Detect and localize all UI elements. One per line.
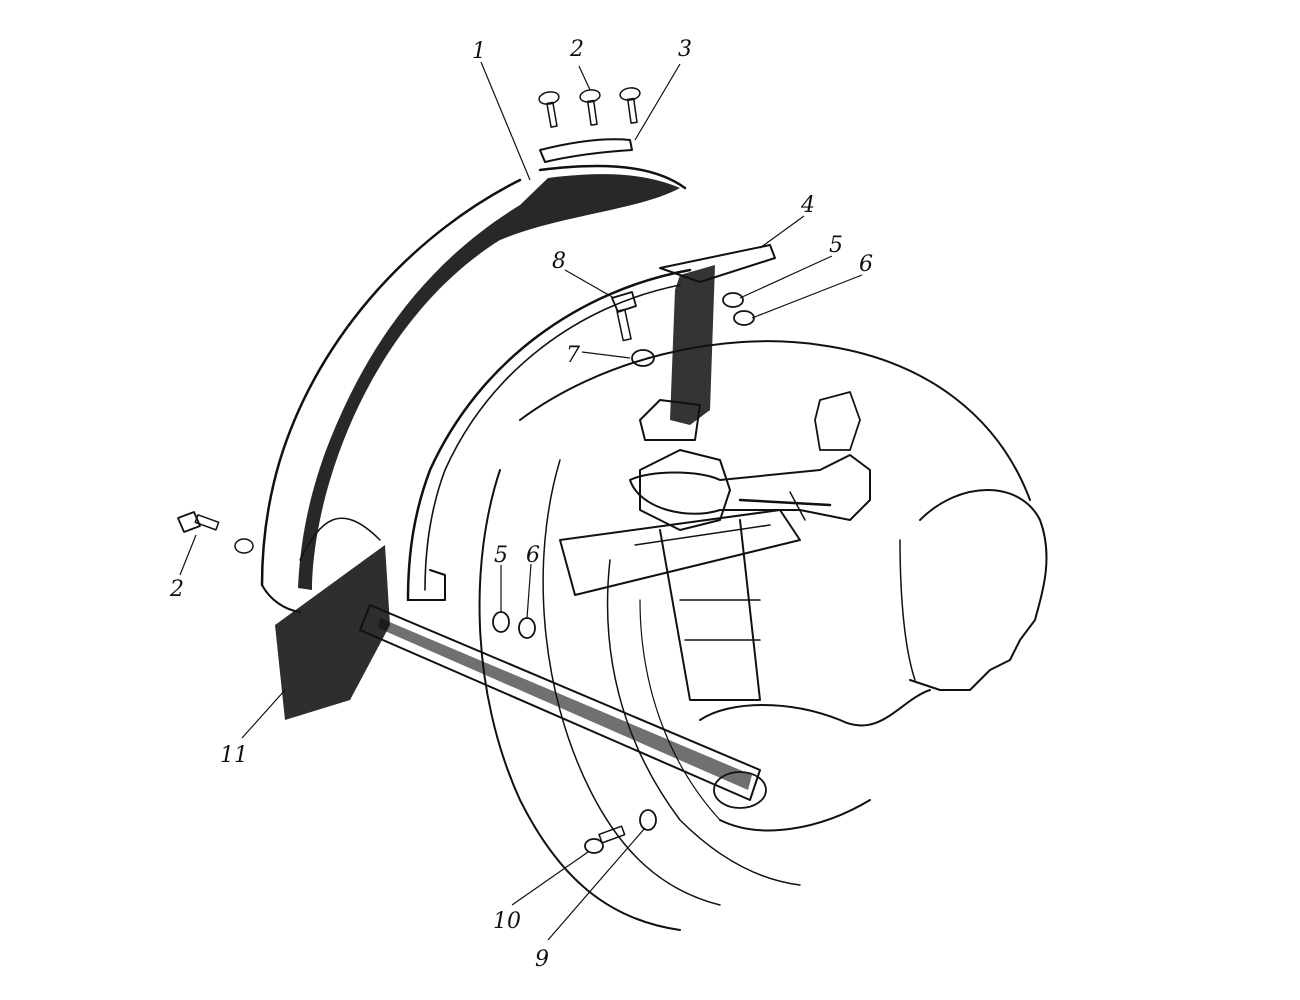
hardware-parts-5-8 (611, 291, 755, 367)
callout-8: 8 (552, 249, 566, 274)
bolts-part-2-top (538, 87, 641, 128)
callout-3: 3 (678, 37, 692, 62)
callout-2-left: 2 (169, 577, 184, 602)
mudflap-part-11 (275, 545, 761, 801)
callout-6-upper: 6 (859, 252, 873, 277)
callout-4: 4 (800, 193, 815, 218)
callout-7: 7 (566, 343, 580, 368)
hardware-parts-9-10 (584, 809, 657, 854)
callout-11: 11 (220, 743, 248, 768)
callout-5-upper: 5 (829, 233, 843, 258)
fender-inner (406, 268, 692, 602)
callout-9: 9 (535, 947, 549, 972)
callout-1: 1 (472, 39, 486, 64)
callout-6-lower: 6 (526, 543, 540, 568)
wheel-drawing (478, 340, 1048, 931)
callout-2-top: 2 (569, 37, 584, 62)
bracket-part-4 (639, 244, 776, 441)
fender-outer-part-1 (234, 164, 687, 613)
bolt-part-2-left (177, 511, 220, 533)
nuts-parts-5-6-lower (492, 611, 536, 639)
callout-labels: 1 2 3 4 5 6 7 8 2 5 6 11 10 9 (169, 37, 873, 972)
callout-10: 10 (493, 909, 521, 934)
plate-part-3 (539, 138, 633, 163)
leader-lines (179, 61, 863, 941)
callout-5-lower: 5 (494, 543, 508, 568)
